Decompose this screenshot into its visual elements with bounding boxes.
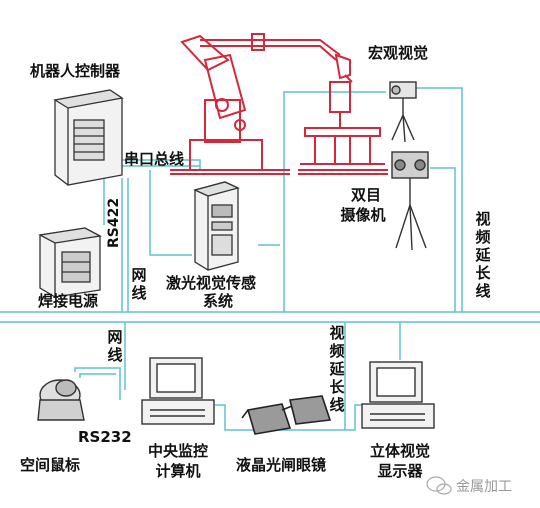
label-stereo-camera-2: 摄像机 [340, 206, 386, 224]
robot-controller-cabinet [53, 89, 124, 186]
laser-sensor-tower [193, 181, 240, 271]
label-laser-sensor-2: 系统 [202, 292, 233, 310]
label-rs422: RS422 [106, 197, 122, 248]
stereo-camera [391, 151, 429, 251]
label-network-upper: 网线 [131, 266, 147, 302]
label-robot-controller: 机器人控制器 [30, 62, 121, 80]
label-lcd-glasses: 液晶光闸眼镜 [236, 456, 327, 474]
label-central-computer-2: 计算机 [155, 462, 201, 480]
space-mouse [37, 379, 85, 421]
label-laser-sensor-1: 激光视觉传感 [166, 274, 257, 292]
label-serial-bus: 串口总线 [124, 150, 185, 168]
label-macro-vision: 宏观视觉 [368, 44, 429, 62]
label-stereo-display-1: 立体视觉 [369, 442, 430, 460]
connection-wires [74, 87, 463, 431]
watermark-text: 金属加工 [456, 479, 512, 495]
network-bus [0, 311, 540, 323]
label-central-computer-1: 中央监控 [147, 442, 208, 460]
label-network-lower: 网线 [107, 328, 123, 364]
label-stereo-camera-1: 双目 [350, 186, 381, 204]
label-welding-power: 焊接电源 [38, 292, 99, 310]
lcd-shutter-glasses [241, 395, 332, 435]
stereo-display [361, 361, 435, 429]
workpiece-positioner [298, 81, 388, 175]
central-computer [141, 357, 215, 425]
label-video-extension-middle: 视频延长线 [329, 324, 345, 414]
label-space-mouse: 空间鼠标 [20, 456, 81, 474]
label-stereo-display-2: 显示器 [377, 462, 423, 480]
wechat-icon [426, 476, 452, 495]
welding-power-unit [37, 227, 103, 298]
label-rs232: RS232 [78, 428, 132, 446]
industrial-robot [170, 33, 353, 175]
label-video-extension-right: 视频延长线 [475, 210, 491, 300]
macro-vision-camera [389, 81, 417, 143]
